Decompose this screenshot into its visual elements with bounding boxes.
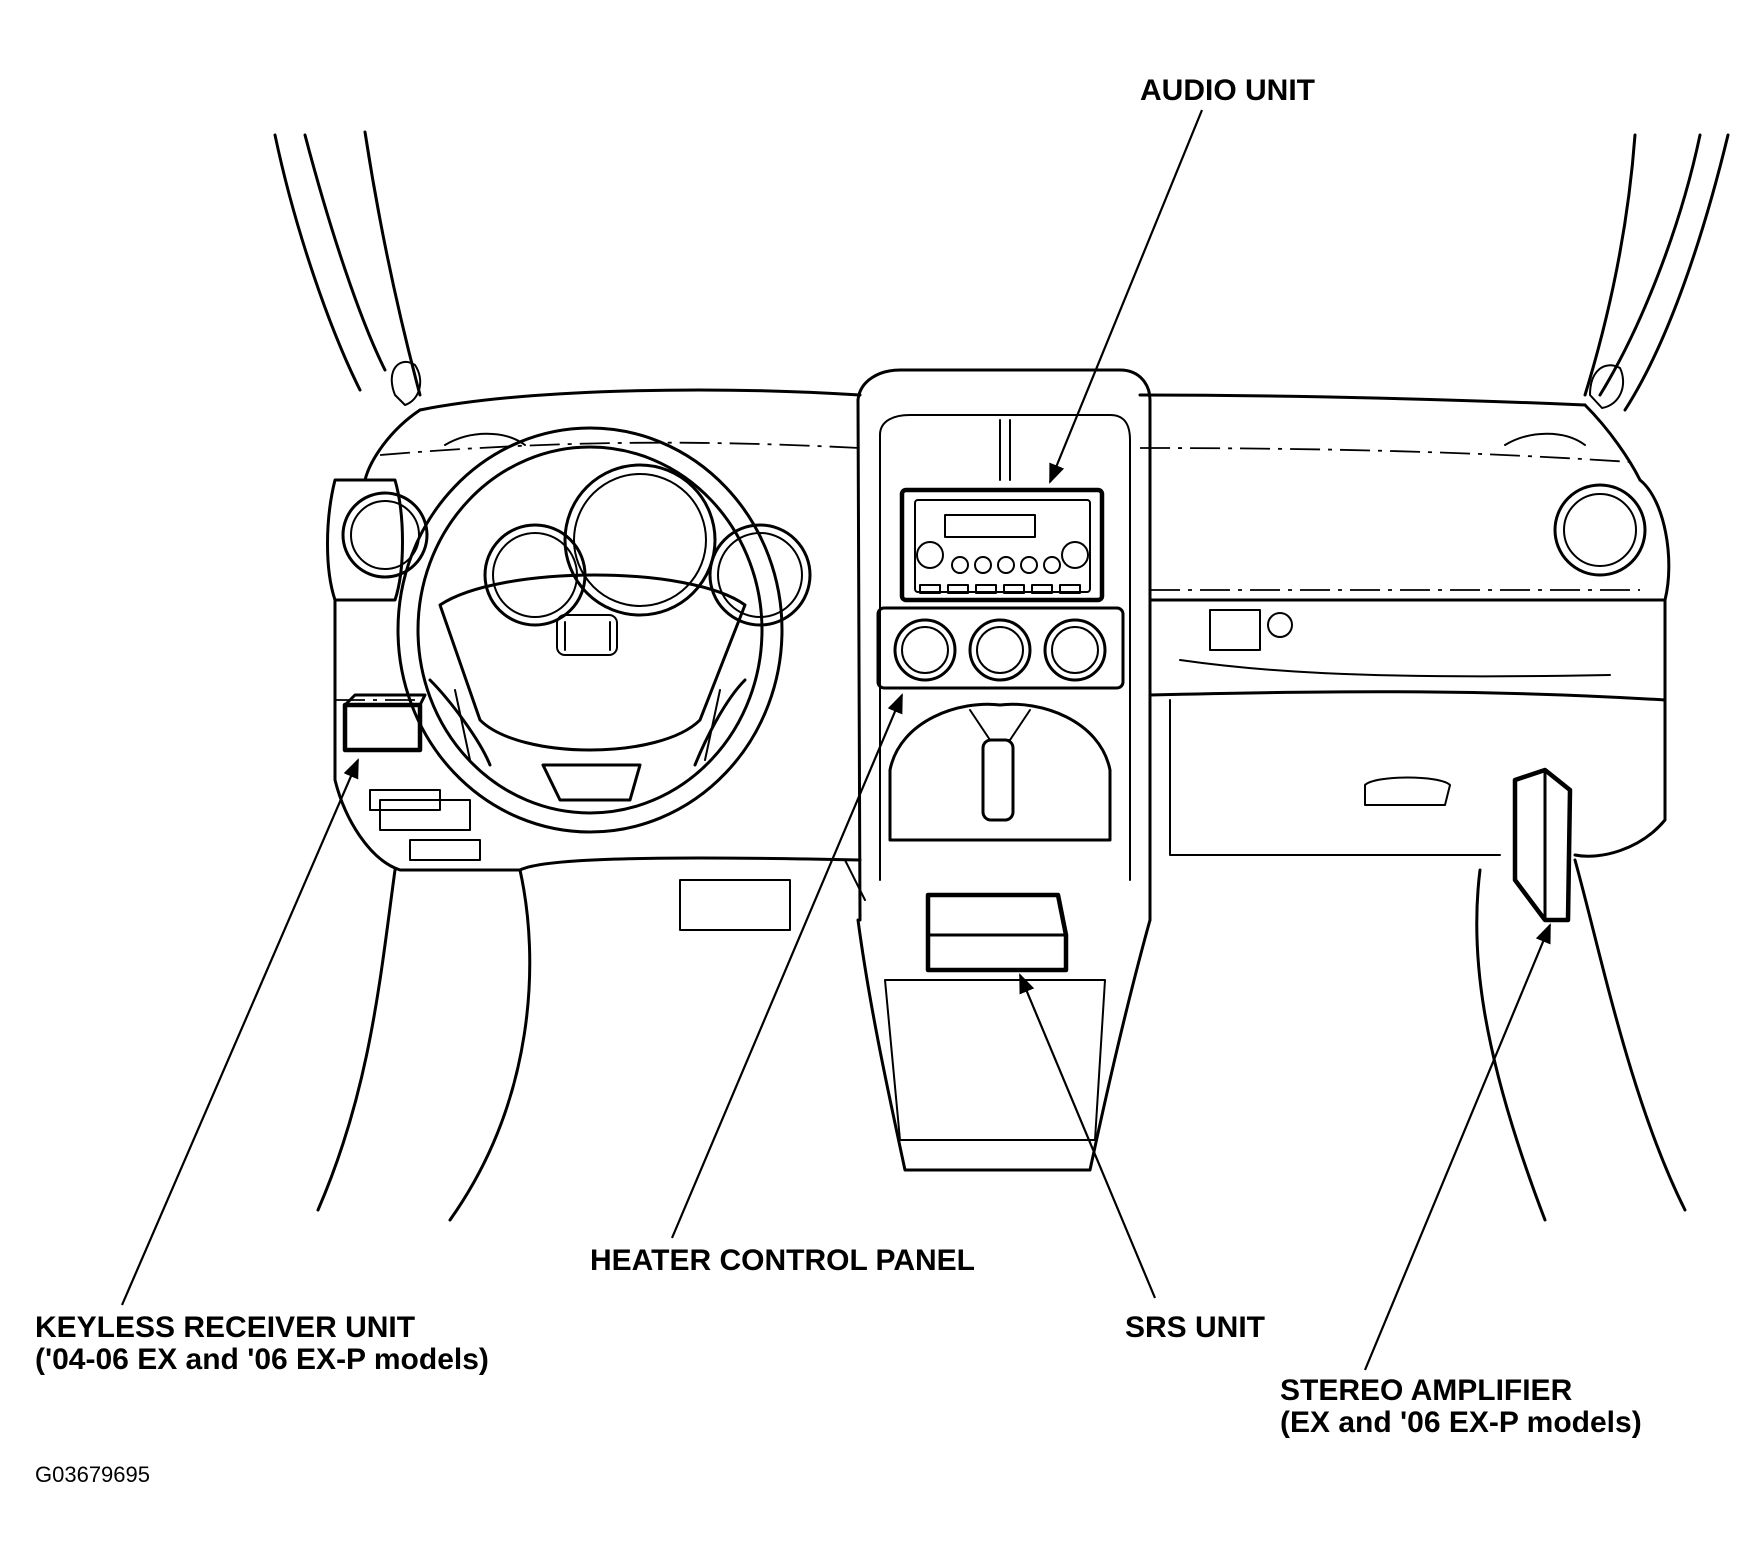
stereo-amplifier-leader <box>1363 923 1552 1371</box>
audio-unit-leader <box>1048 109 1204 484</box>
heater-control-leader <box>670 693 904 1239</box>
srs-unit-leader <box>1018 973 1157 1299</box>
srs-unit-label: SRS UNIT <box>1125 1311 1265 1344</box>
stereo-amplifier-device <box>1512 767 1573 923</box>
steering-wheel <box>396 426 784 834</box>
left-vent <box>326 478 429 602</box>
srs-unit-device <box>925 892 1069 973</box>
audio-unit-device <box>899 487 1105 603</box>
heater-control-device <box>876 606 1125 690</box>
left-a-pillar <box>273 130 422 406</box>
heater-control-panel-label: HEATER CONTROL PANEL <box>590 1244 975 1277</box>
lower-right-dash <box>1148 589 1687 1222</box>
figure-id: G03679695 <box>35 1462 150 1487</box>
keyless-receiver-leader <box>120 758 360 1306</box>
center-console <box>856 368 1152 1172</box>
keyless-receiver-label-line1: KEYLESS RECEIVER UNIT <box>35 1311 415 1344</box>
keyless-receiver-label-line2: ('04-06 EX and '06 EX-P models) <box>35 1343 489 1376</box>
shifter <box>888 702 1112 842</box>
dashboard-top <box>363 388 1642 482</box>
leader-lines <box>120 109 1552 1371</box>
right-a-pillar <box>1583 133 1730 412</box>
stereo-amplifier-label-line1: STEREO AMPLIFIER <box>1280 1374 1573 1407</box>
audio-unit-label: AUDIO UNIT <box>1140 74 1315 107</box>
right-vent <box>1553 478 1671 602</box>
stereo-amplifier-label-line2: (EX and '06 EX-P models) <box>1280 1406 1642 1439</box>
keyless-receiver-device <box>342 693 427 753</box>
lower-left-dash <box>316 598 866 1222</box>
